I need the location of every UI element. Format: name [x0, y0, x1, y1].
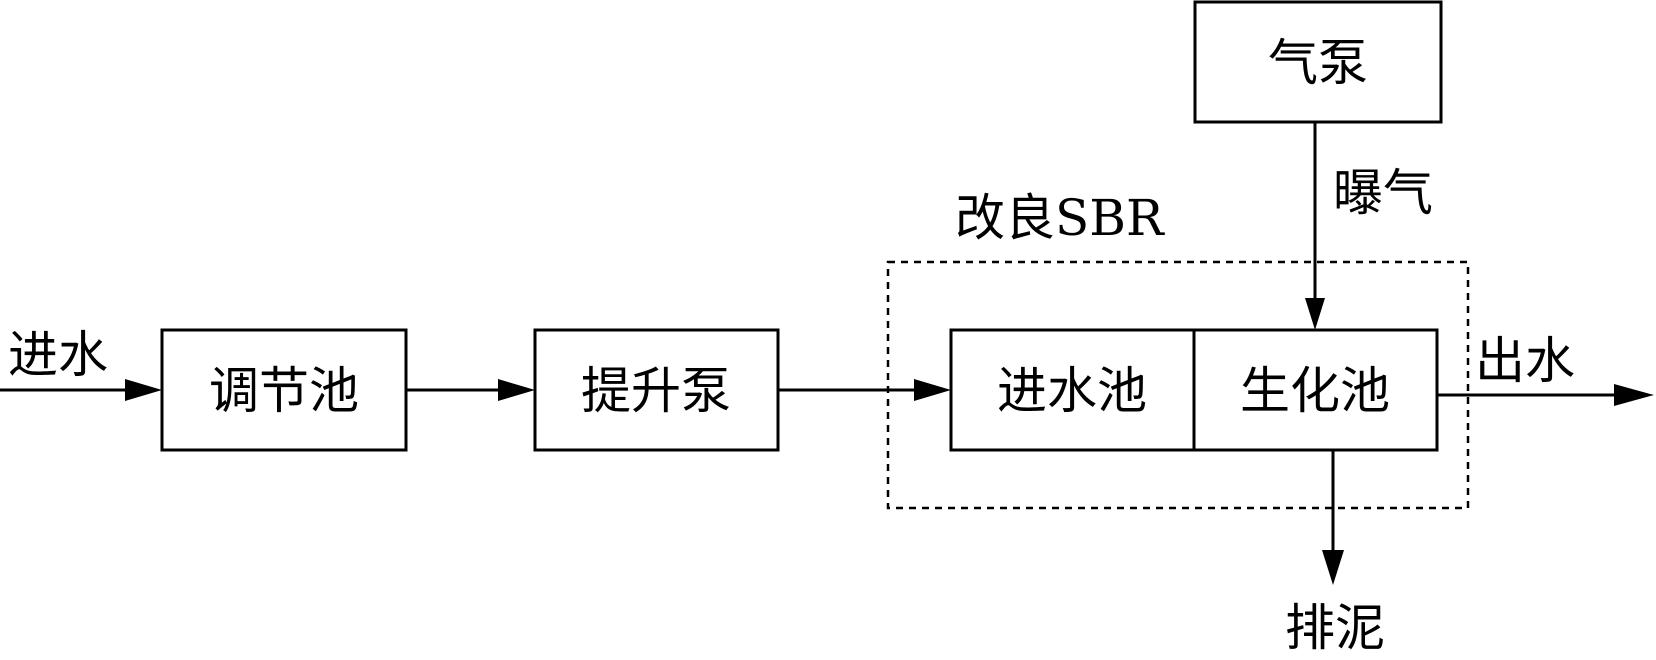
- lift-pump-box: [533, 328, 780, 452]
- bio-tank-label: 生化池: [1240, 362, 1390, 420]
- air-pump-label: 气泵: [1268, 34, 1368, 92]
- flow-arrowhead-adjust-to-pump: [498, 379, 535, 401]
- effluent-label: 出水: [1475, 332, 1575, 390]
- flow-arrowhead-pump-to-inlet: [914, 379, 951, 401]
- lift-pump-label: 提升泵: [581, 362, 731, 420]
- air-pump-box: [1193, 0, 1443, 124]
- aeration-label: 曝气: [1333, 164, 1433, 222]
- sbr-group-label: 改良SBR: [955, 189, 1165, 247]
- inlet-tank-label: 进水池: [997, 362, 1147, 420]
- sludge-arrowhead: [1322, 550, 1344, 585]
- influent-label: 进水: [8, 326, 108, 384]
- adjust-tank-box: [160, 328, 408, 452]
- adjust-tank-label: 调节池: [209, 362, 359, 420]
- aeration-arrowhead: [1305, 298, 1325, 330]
- influent-arrowhead: [125, 379, 162, 401]
- sludge-label: 排泥: [1285, 599, 1385, 657]
- sbr-group-boundary: [886, 260, 1470, 510]
- effluent-arrowhead: [1614, 384, 1654, 406]
